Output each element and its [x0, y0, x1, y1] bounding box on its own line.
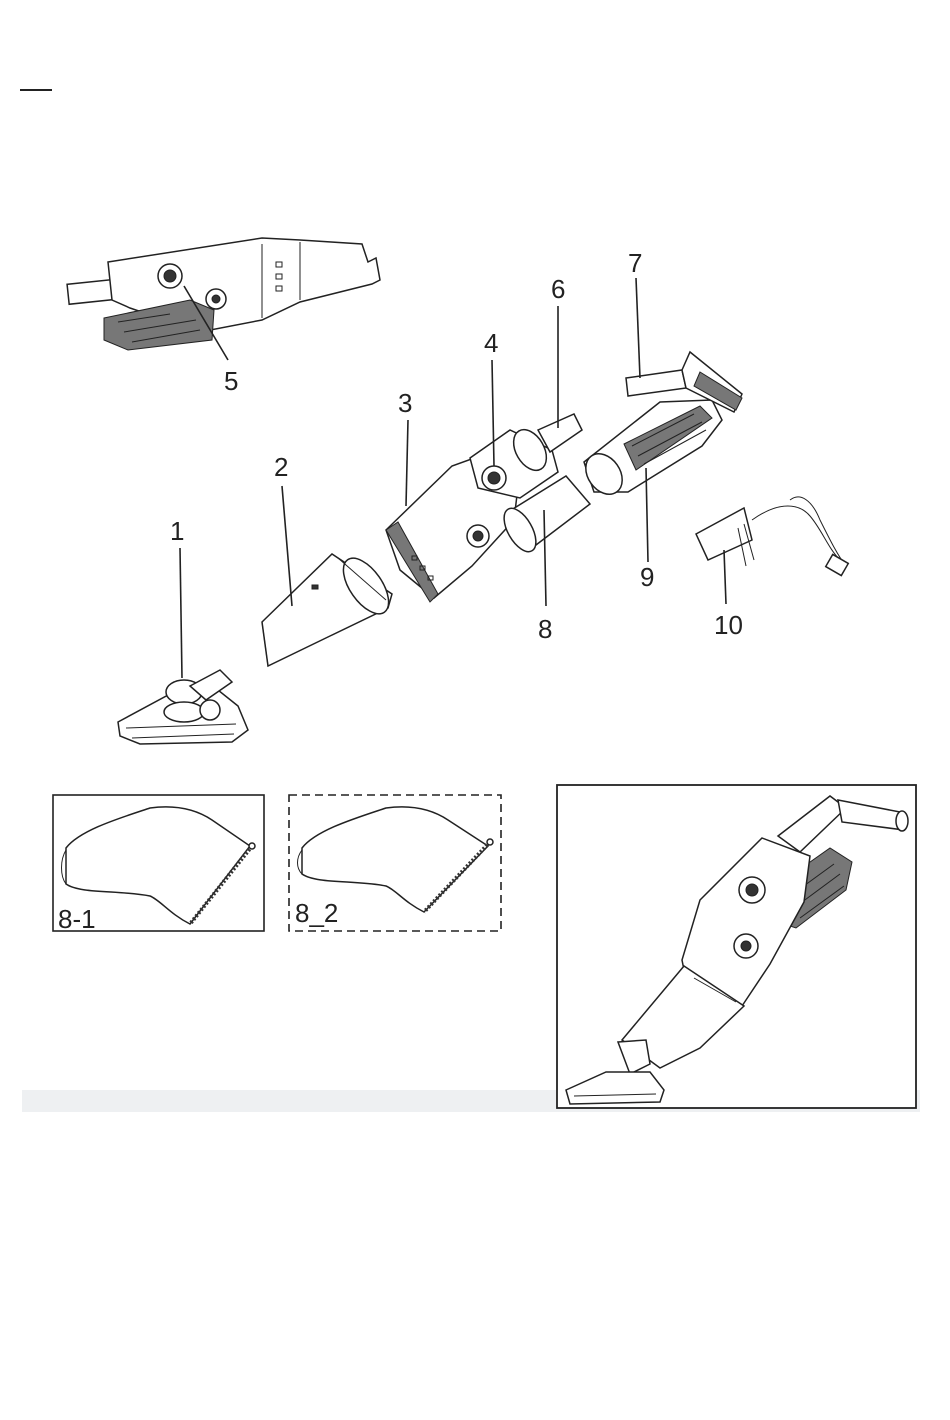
part-2-intake-nozzle — [262, 551, 397, 666]
label-part-4: 4 — [484, 328, 498, 358]
label-part-3: 3 — [398, 388, 412, 418]
label-part-10: 10 — [714, 610, 743, 640]
label-filter-bag-8-2: 8_2 — [295, 898, 338, 928]
filter-bag-8-2-panel: 8_2 — [289, 795, 501, 931]
assembled-vacuum-panel — [557, 785, 916, 1108]
label-part-1: 1 — [170, 516, 184, 546]
assembled-handle-view — [67, 238, 380, 350]
part-1-brush-head — [118, 670, 248, 744]
label-part-8: 8 — [538, 614, 552, 644]
filter-bag-8-1-panel: 8-1 — [53, 795, 264, 934]
label-part-5: 5 — [224, 366, 238, 396]
label-part-2: 2 — [274, 452, 288, 482]
label-part-6: 6 — [551, 274, 565, 304]
label-part-7: 7 — [628, 248, 642, 278]
label-part-9: 9 — [640, 562, 654, 592]
part-10-charger — [696, 497, 848, 576]
part-9-battery-grip — [578, 400, 722, 501]
label-filter-bag-8-1: 8-1 — [58, 904, 96, 934]
